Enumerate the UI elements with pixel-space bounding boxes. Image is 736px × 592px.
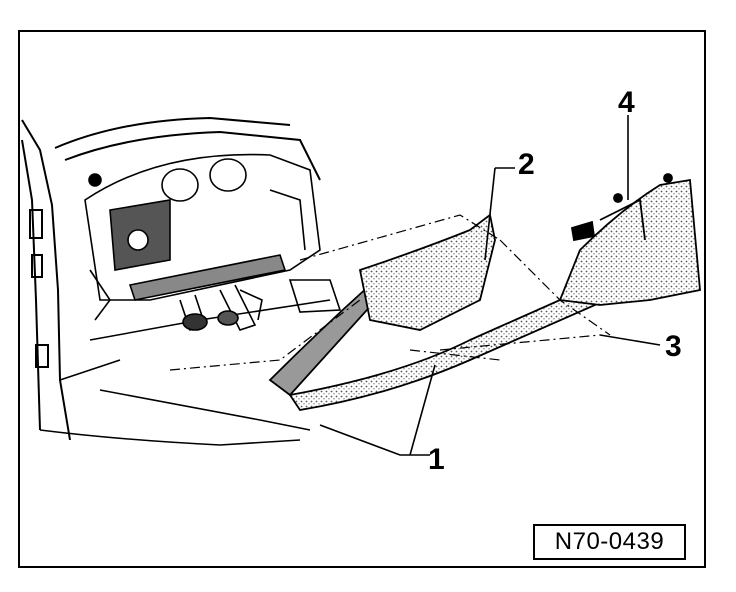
callout-1: 1 xyxy=(428,443,445,476)
figure-reference-code: N70-0439 xyxy=(533,524,686,560)
assembly-lines xyxy=(169,214,611,371)
leader-lines xyxy=(319,115,661,456)
pedals xyxy=(182,279,342,331)
rear-side-trim xyxy=(558,173,701,306)
callout-2: 2 xyxy=(518,148,535,181)
callout-4: 4 xyxy=(618,86,635,119)
callout-3: 3 xyxy=(665,330,682,363)
dashboard xyxy=(84,153,321,332)
sill-trim-panel xyxy=(268,213,602,411)
car-body-outline xyxy=(21,116,331,446)
